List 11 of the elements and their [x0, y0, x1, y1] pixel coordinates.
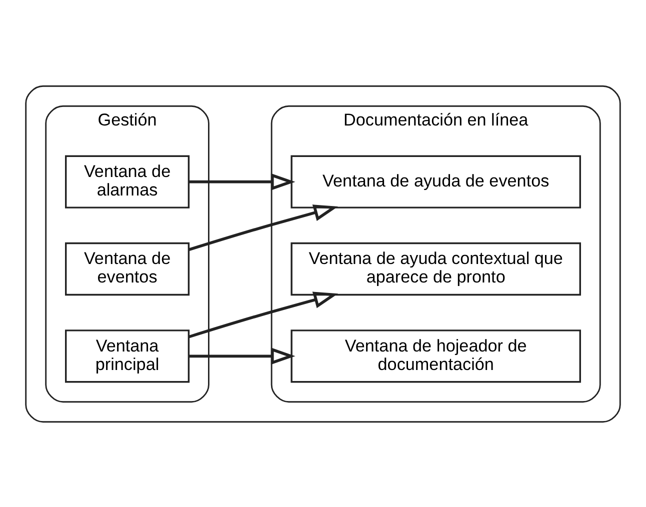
cluster [25, 84, 621, 422]
node-box: Ventana de hojeador de documentación [290, 329, 581, 382]
node-box: Ventana de ayuda de eventos [290, 154, 581, 208]
node-box: Ventana de ayuda contextual que aparece de pronto [290, 242, 581, 296]
arrow [188, 347, 296, 364]
node-box: Ventana de eventos [65, 242, 190, 296]
arrow [188, 291, 338, 338]
arrow [188, 172, 296, 190]
node-box: Ventana de alarmas [65, 154, 190, 208]
arrow [188, 204, 338, 251]
node-box: Ventana principal [65, 329, 190, 382]
